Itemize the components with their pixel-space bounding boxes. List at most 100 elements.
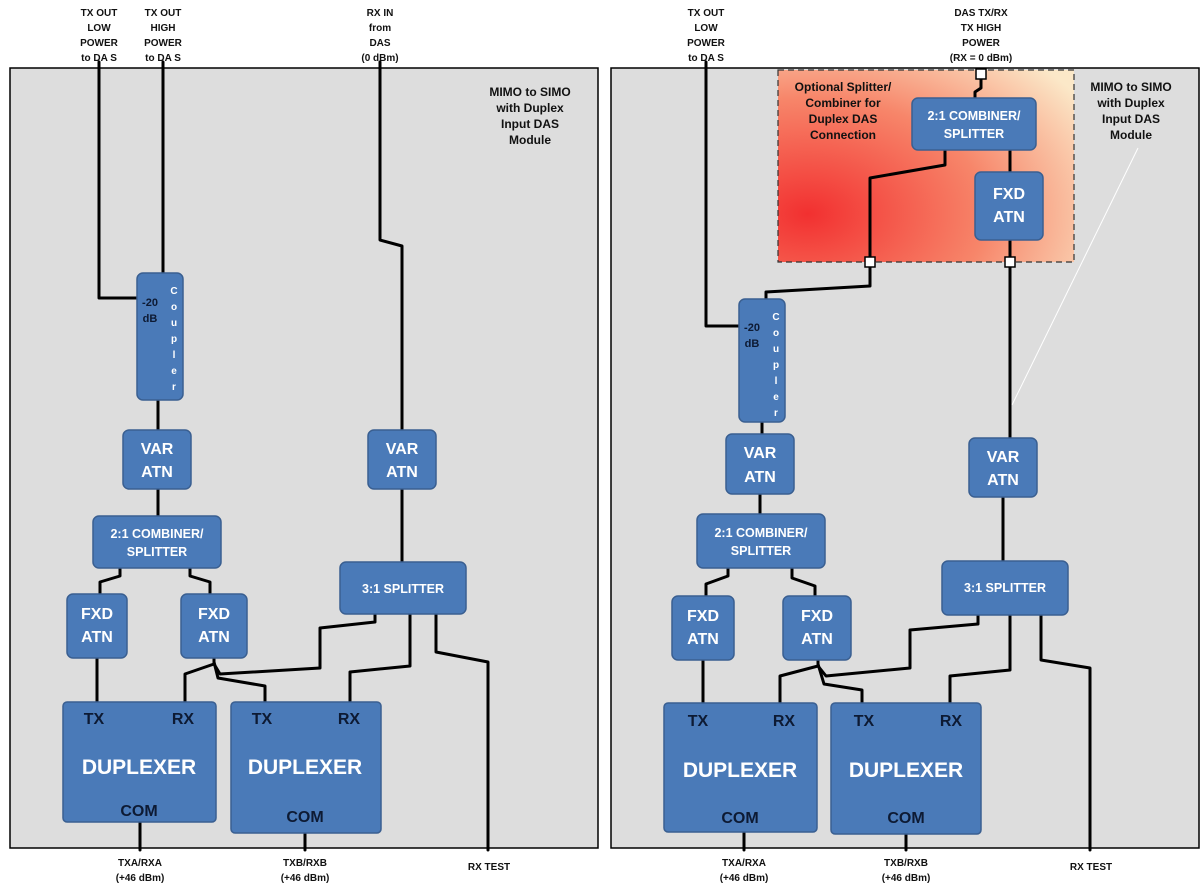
- right-das-label-4: (RX = 0 dBm): [950, 53, 1013, 64]
- right-combiner-label-1: 2:1 COMBINER/: [714, 526, 808, 540]
- left-fxd-1-label-2: ATN: [81, 629, 113, 646]
- right-combiner-top-label-1: 2:1 COMBINER/: [927, 109, 1021, 123]
- right-das-label-2: TX HIGH: [961, 23, 1002, 34]
- left-duplexer-1-rx: RX: [172, 711, 195, 728]
- right-var-atn-2: VAR ATN: [968, 437, 1038, 498]
- right-tx-low-label-4: to DA S: [688, 53, 724, 64]
- left-duplexer-2-tx: TX: [252, 711, 273, 728]
- right-fxd-2-label-1: FXD: [801, 608, 833, 625]
- right-var-atn-1-label-2: ATN: [744, 469, 776, 486]
- right-txb-label-1: TXB/RXB: [884, 858, 928, 869]
- right-fxd-1-label-1: FXD: [687, 608, 719, 625]
- left-rx-in-label-4: (0 dBm): [361, 53, 398, 64]
- left-var-atn-1-label-1: VAR: [141, 441, 174, 458]
- left-coupler-letter: p: [171, 334, 177, 345]
- right-txa-label-1: TXA/RXA: [722, 858, 766, 869]
- right-optional-label-1: Optional Splitter/: [795, 80, 892, 94]
- left-module-label-1: MIMO to SIMO: [489, 85, 570, 99]
- right-connector-top: [975, 68, 987, 80]
- right-tx-low-label-2: LOW: [694, 23, 718, 34]
- right-duplexer-1-rx: RX: [773, 713, 796, 730]
- right-das-label-3: POWER: [962, 38, 1001, 49]
- right-duplexer-2-tx: TX: [854, 713, 875, 730]
- left-tx-high-label-3: POWER: [144, 38, 183, 49]
- left-combiner-label-2: SPLITTER: [127, 545, 187, 559]
- left-tx-low-label-3: POWER: [80, 38, 119, 49]
- right-coupler-letter: o: [773, 328, 779, 339]
- right-module-label-3: Input DAS: [1102, 112, 1160, 126]
- right-leader-line: [1011, 147, 1139, 406]
- left-rx-in-label-3: DAS: [369, 38, 390, 49]
- right-fxd-top-label-2: ATN: [993, 209, 1025, 226]
- left-combiner: 2:1 COMBINER/ SPLITTER: [92, 515, 222, 569]
- right-das-label-1: DAS TX/RX: [954, 8, 1008, 19]
- right-coupler-letter: l: [775, 376, 778, 387]
- left-fxd-2-label-2: ATN: [198, 629, 230, 646]
- right-combiner-label-2: SPLITTER: [731, 544, 791, 558]
- left-splitter3: 3:1 SPLITTER: [339, 561, 467, 615]
- right-coupler-letter: r: [774, 408, 778, 419]
- right-coupler-letter: p: [773, 360, 779, 371]
- left-tx-low-label-1: TX OUT: [81, 8, 118, 19]
- left-panel: TX OUT LOW POWER to DA S TX OUT HIGH POW…: [9, 8, 599, 884]
- left-duplexer-1-name: DUPLEXER: [82, 756, 196, 779]
- right-coupler-letter: C: [772, 312, 779, 323]
- right-fxd-atn-2: FXD ATN: [782, 595, 852, 661]
- left-tx-high-label-2: HIGH: [151, 23, 176, 34]
- left-coupler-letter: u: [171, 318, 177, 329]
- left-fxd-atn-1: FXD ATN: [66, 593, 128, 659]
- right-splitter3: 3:1 SPLITTER: [941, 560, 1069, 616]
- right-module-label-1: MIMO to SIMO: [1090, 80, 1171, 94]
- right-coupler-letter: e: [773, 392, 779, 403]
- left-module-label-4: Module: [509, 133, 551, 147]
- left-tx-high-label-4: to DA S: [145, 53, 181, 64]
- left-tx-low-label-2: LOW: [87, 23, 111, 34]
- right-connector-right: [1004, 256, 1016, 268]
- right-fxd-2-label-2: ATN: [801, 631, 833, 648]
- right-optional-label-3: Duplex DAS: [809, 112, 878, 126]
- left-module-label-2: with Duplex: [495, 101, 564, 115]
- right-duplexer-2-com: COM: [887, 810, 924, 827]
- right-fxd-atn-1: FXD ATN: [671, 595, 735, 661]
- left-duplexer-2: TX RX DUPLEXER COM: [230, 701, 382, 834]
- right-coupler-db-2: dB: [745, 338, 760, 350]
- left-var-atn-2-label-1: VAR: [386, 441, 419, 458]
- left-wires: [95, 60, 490, 852]
- left-rx-in-label-2: from: [369, 23, 391, 34]
- left-coupler-letter: o: [171, 302, 177, 313]
- left-duplexer-2-rx: RX: [338, 711, 361, 728]
- right-module-label-2: with Duplex: [1096, 96, 1165, 110]
- right-combiner-top-label-2: SPLITTER: [944, 127, 1004, 141]
- left-txb-label-2: (+46 dBm): [281, 873, 330, 884]
- right-optional-label-2: Combiner for: [805, 96, 881, 110]
- right-var-atn-2-label-2: ATN: [987, 472, 1019, 489]
- right-connector-left: [864, 256, 876, 268]
- right-fxd-1-label-2: ATN: [687, 631, 719, 648]
- left-module-label-3: Input DAS: [501, 117, 559, 131]
- left-var-atn-1-label-2: ATN: [141, 464, 173, 481]
- left-txa-label-1: TXA/RXA: [118, 858, 162, 869]
- right-coupler-letter: u: [773, 344, 779, 355]
- left-txb-label-1: TXB/RXB: [283, 858, 327, 869]
- right-rx-test-label: RX TEST: [1070, 862, 1112, 873]
- left-duplexer-1-com: COM: [120, 803, 157, 820]
- left-var-atn-2-label-2: ATN: [386, 464, 418, 481]
- right-tx-low-label-3: POWER: [687, 38, 726, 49]
- left-duplexer-2-name: DUPLEXER: [248, 756, 362, 779]
- left-coupler-db-2: dB: [143, 313, 158, 325]
- right-duplexer-1-name: DUPLEXER: [683, 759, 797, 782]
- right-fxd-top-label-1: FXD: [993, 186, 1025, 203]
- right-duplexer-1-tx: TX: [688, 713, 709, 730]
- left-coupler-letter: r: [172, 382, 176, 393]
- left-fxd-2-label-1: FXD: [198, 606, 230, 623]
- left-tx-low-label-4: to DA S: [81, 53, 117, 64]
- right-var-atn-1-label-1: VAR: [744, 445, 777, 462]
- left-rx-in-label-1: RX IN: [367, 8, 394, 19]
- right-combiner: 2:1 COMBINER/ SPLITTER: [696, 513, 826, 569]
- left-duplexer-1-tx: TX: [84, 711, 105, 728]
- right-wires: [701, 60, 1092, 852]
- right-txb-label-2: (+46 dBm): [882, 873, 931, 884]
- right-var-atn-2-label-1: VAR: [987, 449, 1020, 466]
- right-txa-label-2: (+46 dBm): [720, 873, 769, 884]
